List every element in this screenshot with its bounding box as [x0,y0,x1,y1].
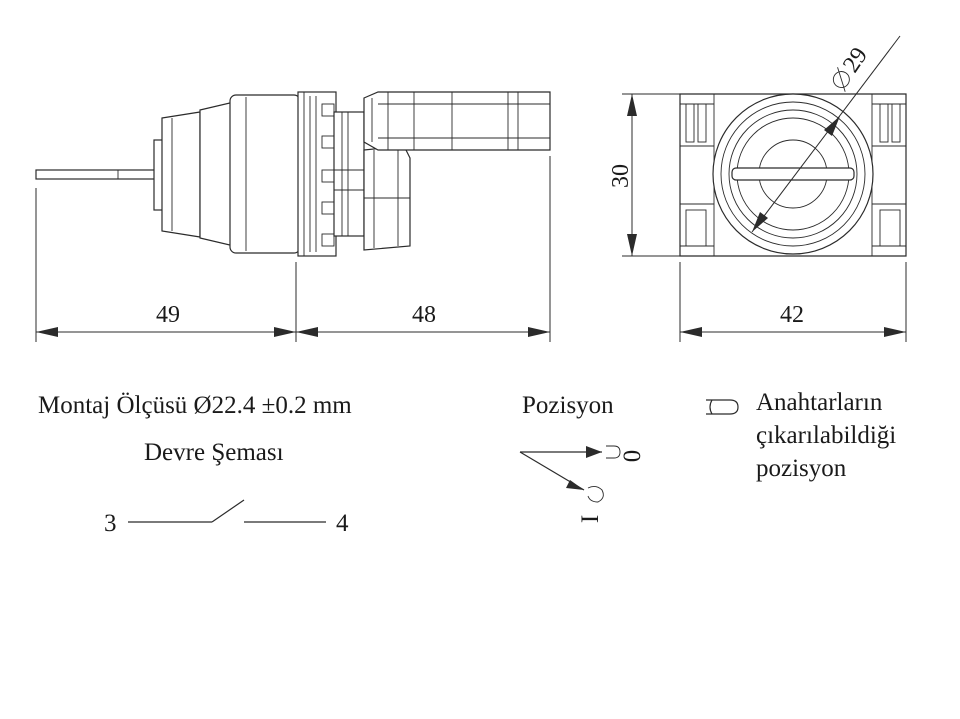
dimension-front-width: 42 [780,302,804,328]
shaft [35,169,159,180]
position-one-label: I [577,515,604,523]
front-view [679,35,907,257]
circuit-terminal-right: 4 [336,510,349,537]
key-removable-icon [706,399,739,415]
circuit-title: Devre Şeması [144,439,284,466]
legend-line-1: Anahtarların [756,389,883,416]
mounting-text: Montaj Ölçüsü Ø22.4 ±0.2 mm [38,392,352,419]
front-dimensions [622,93,907,342]
legend-line-3: pozisyon [756,455,847,482]
rear-cone [161,111,201,238]
front-lever [731,167,855,181]
diameter-label: 29 [832,43,873,92]
legend-line-2: çıkarılabildiği [756,422,896,449]
side-dimensions [35,156,551,342]
front-collar [333,111,365,237]
diameter-symbol-icon [832,71,850,88]
dimension-right-length: 48 [412,302,436,328]
circuit-diagram [128,499,326,523]
position-zero-label: 0 [619,450,646,463]
dimension-left-length: 49 [156,302,180,328]
main-body [229,94,301,254]
knob-lever [363,91,551,151]
key-icon-position-one [587,485,604,503]
key-removable-icon-position-zero [606,445,621,459]
side-view [35,91,551,257]
position-diagram [519,445,621,503]
position-title: Pozisyon [522,392,614,419]
circuit-terminal-left: 3 [104,510,117,537]
dimension-front-height: 30 [608,164,634,188]
